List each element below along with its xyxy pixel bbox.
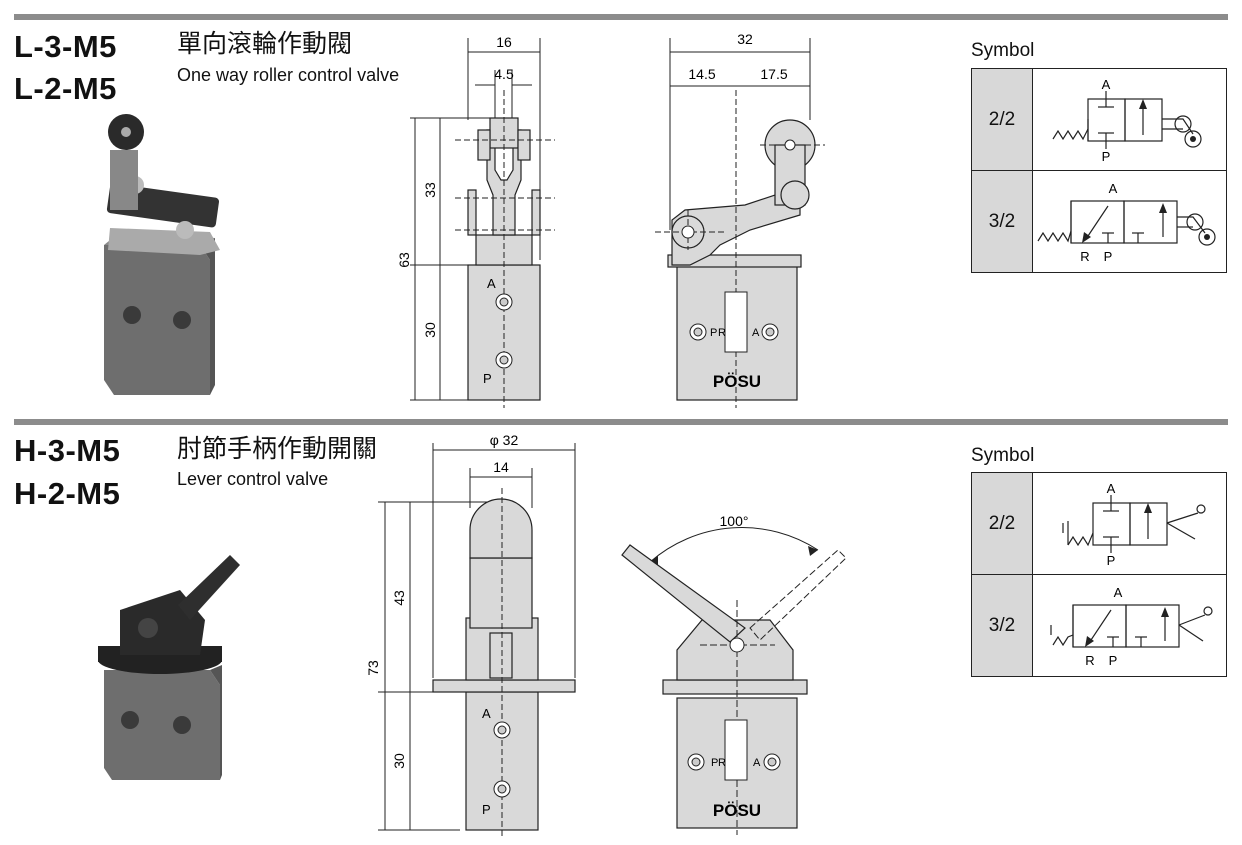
port-label-a: A [482,706,491,721]
symbol-label-a: A [1109,181,1118,196]
section-rule-middle [14,419,1228,425]
symbol-label-p: P [1107,553,1116,568]
roller-valve-photo [104,114,220,395]
symbol-label-a: A [1107,481,1116,496]
symbol-table-roller: 2/2 A P 3/2 [971,68,1227,273]
title-zh-roller: 單向滾輪作動閥 [177,29,353,58]
brand-logo: PÖSU [713,801,761,820]
symbol-title-roller: Symbol [971,40,1035,61]
lever-side-drawing: 100° A P R PÖSU [621,513,847,835]
port-label-p: P [482,802,491,817]
symbol-3-2-roller: A R P [1037,181,1216,264]
port-label-a: A [487,276,496,291]
dim-width-14: 14 [493,459,509,475]
lever-front-drawing: φ 32 14 73 43 30 A P [365,432,576,836]
side-port-p: P [710,327,717,339]
symbol-2-2-roller: A P [1052,77,1202,164]
symbol-3-2-lever: A R P [1050,585,1213,668]
dim-diameter-32: φ 32 [490,432,519,448]
brand-logo: PÖSU [713,372,761,391]
model-code-l2: L-2-M5 [14,71,117,106]
dim-height-63: 63 [396,252,412,268]
side-port-p: P [711,757,718,769]
dim-height-30: 30 [391,753,407,769]
symbol-label-p: P [1104,249,1113,264]
dim-width-14-5: 14.5 [688,66,715,82]
roller-front-drawing: 16 4.5 63 33 30 A P [396,34,555,408]
symbol-table-lever: 2/2 A P 3/2 [971,472,1227,677]
title-zh-lever: 肘節手柄作動開關 [177,434,378,463]
symbol-row-3-2: 3/2 A R P [972,171,1226,272]
dim-width-16: 16 [496,34,512,50]
side-port-a: A [753,757,761,769]
symbol-code: 2/2 [972,473,1033,574]
symbol-title-lever: Symbol [971,445,1035,466]
dim-height-33: 33 [422,182,438,198]
dim-angle-100: 100° [720,513,749,529]
side-port-r: R [718,757,726,769]
roller-side-drawing: 32 14.5 17.5 A P R PÖSU [655,31,825,408]
symbol-label-a: A [1114,585,1123,600]
symbol-code: 3/2 [972,575,1033,676]
model-code-h3: H-3-M5 [14,433,121,468]
symbol-label-r: R [1085,653,1094,668]
dim-width-32: 32 [737,31,753,47]
symbol-2-2-lever: A P [1062,481,1206,568]
symbol-row-3-2: 3/2 A R [972,575,1226,676]
symbol-code: 3/2 [972,171,1033,272]
dim-width-4-5: 4.5 [494,66,514,82]
symbol-row-2-2: 2/2 A P [972,69,1226,171]
side-port-a: A [752,327,760,339]
symbol-label-r: R [1080,249,1089,264]
symbol-label-a: A [1102,77,1111,92]
symbol-label-p: P [1102,149,1111,164]
symbol-label-p: P [1109,653,1118,668]
port-label-p: P [483,371,492,386]
model-code-h2: H-2-M5 [14,476,121,511]
model-code-l3: L-3-M5 [14,29,117,64]
symbol-row-2-2: 2/2 A P [972,473,1226,575]
side-port-r: R [718,327,726,339]
dim-height-73: 73 [365,660,381,676]
dim-height-43: 43 [391,590,407,606]
title-en-lever: Lever control valve [177,469,329,489]
lever-valve-photo [98,555,240,780]
title-en-roller: One way roller control valve [177,65,400,85]
symbol-code: 2/2 [972,69,1033,170]
dim-height-30: 30 [422,322,438,338]
section-rule-top [14,14,1228,20]
dim-width-17-5: 17.5 [760,66,787,82]
